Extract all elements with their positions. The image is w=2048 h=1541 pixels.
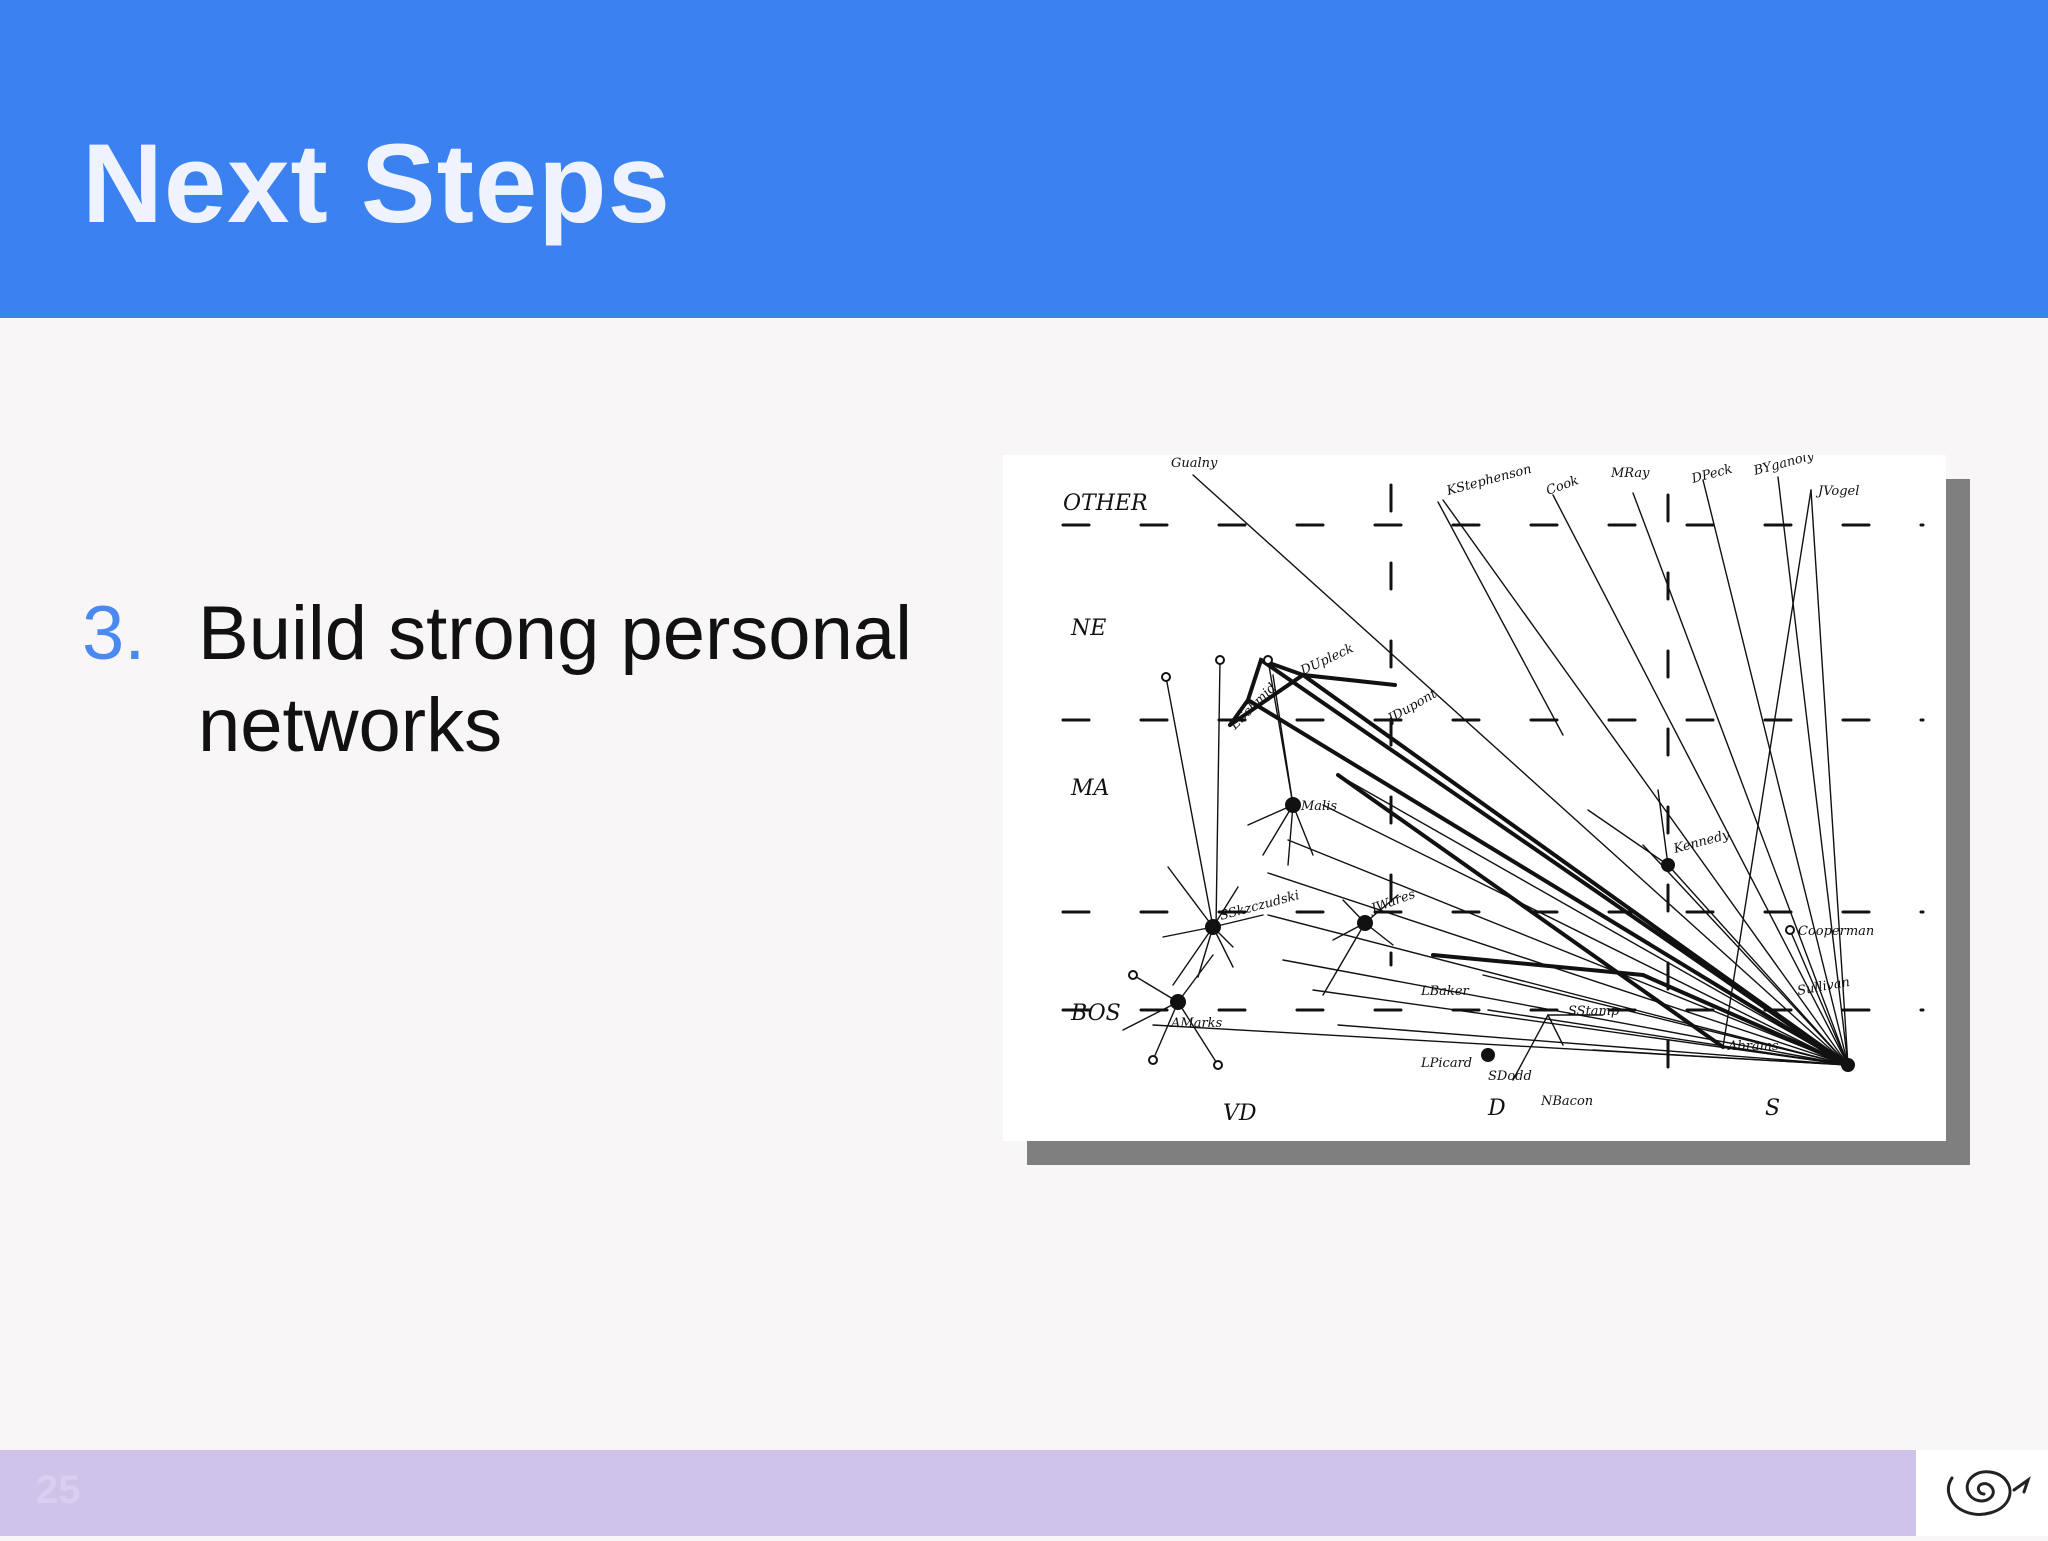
svg-text:NE: NE	[1070, 616, 1106, 641]
network-sketch-image: OTHER NE MA BOS VD D S Gualny KStephenso…	[1003, 455, 1946, 1141]
svg-text:SStamp: SStamp	[1568, 1004, 1620, 1019]
svg-text:Gualny: Gualny	[1171, 456, 1218, 471]
svg-text:BYganoly: BYganoly	[1751, 455, 1816, 479]
svg-text:MRay: MRay	[1610, 466, 1650, 481]
svg-text:Cooperman: Cooperman	[1798, 924, 1874, 939]
svg-text:DUpleck: DUpleck	[1297, 641, 1356, 679]
bullet-text: Build strong personal networks	[198, 591, 912, 768]
svg-text:BOS: BOS	[1070, 1001, 1121, 1026]
svg-text:NBacon: NBacon	[1540, 1094, 1593, 1109]
svg-text:LPicard: LPicard	[1420, 1056, 1472, 1071]
svg-text:AMarks: AMarks	[1170, 1016, 1223, 1031]
slide-title: Next Steps	[82, 121, 671, 246]
logo-box	[1916, 1450, 2048, 1536]
svg-text:OTHER: OTHER	[1063, 491, 1148, 516]
svg-text:SDodd: SDodd	[1488, 1069, 1532, 1084]
svg-text:JDupont: JDupont	[1383, 686, 1440, 728]
network-sketch-drawing: OTHER NE MA BOS VD D S Gualny KStephenso…	[1061, 455, 1925, 1126]
spiral-logo-icon	[1947, 1470, 2031, 1516]
svg-text:Cook: Cook	[1544, 473, 1581, 499]
svg-text:MA: MA	[1070, 776, 1109, 801]
slide-header: Next Steps	[0, 0, 2048, 318]
svg-text:DPeck: DPeck	[1689, 462, 1734, 488]
svg-text:Abrams: Abrams	[1727, 1039, 1779, 1054]
svg-text:S: S	[1765, 1096, 1780, 1121]
network-sketch-figure: OTHER NE MA BOS VD D S Gualny KStephenso…	[1003, 455, 1970, 1165]
svg-text:LBaker: LBaker	[1420, 984, 1470, 999]
svg-text:D: D	[1487, 1096, 1506, 1121]
bullet-number: 3.	[82, 591, 146, 676]
svg-text:VD: VD	[1223, 1101, 1257, 1126]
svg-text:JVogel: JVogel	[1815, 484, 1859, 499]
svg-text:KStephenson: KStephenson	[1444, 462, 1533, 499]
svg-text:Malis: Malis	[1300, 799, 1337, 814]
slide-footer	[0, 1450, 1916, 1536]
svg-text:SSkzczudski: SSkzczudski	[1218, 888, 1301, 924]
page-number: 25	[36, 1468, 81, 1512]
